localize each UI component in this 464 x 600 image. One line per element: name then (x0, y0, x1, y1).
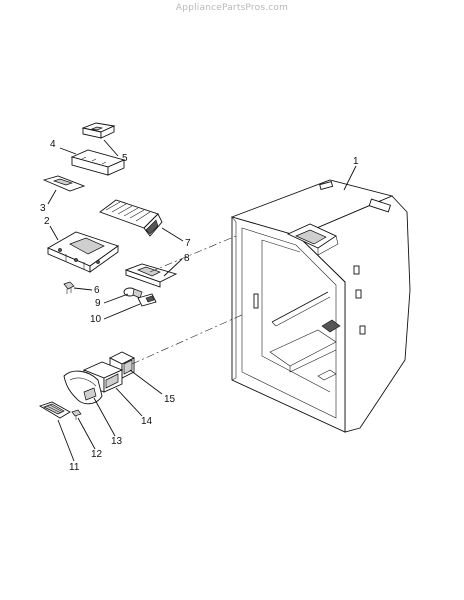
part-7-filter-cover (99, 199, 163, 237)
callout-12: 12 (91, 449, 103, 460)
callout-15: 15 (164, 394, 176, 405)
part-6-screw (63, 281, 75, 294)
callout-4: 4 (50, 139, 56, 150)
alignment-lines (131, 235, 245, 365)
callout-14: 14 (141, 416, 153, 427)
callout-6: 6 (94, 285, 100, 296)
callout-10: 10 (90, 314, 102, 325)
callout-9: 9 (95, 298, 101, 309)
callout-1: 1 (353, 156, 359, 167)
callout-5: 5 (122, 153, 128, 164)
part-4-housing (70, 149, 126, 176)
part-10-socket (137, 293, 157, 307)
callout-7: 7 (185, 238, 191, 249)
part-5-bracket (81, 122, 116, 139)
callout-2: 2 (44, 216, 50, 227)
watermark-text: AppliancePartsPros.com (175, 3, 289, 13)
part-13-housing-cover (63, 370, 103, 405)
callout-11: 11 (69, 462, 80, 473)
part-14-module (82, 361, 124, 393)
part-11-lens (38, 401, 71, 419)
refrigerator-liner (230, 179, 411, 433)
part-12-screw (71, 409, 82, 420)
leader-lines (47, 139, 357, 462)
callout-3: 3 (40, 203, 46, 214)
callout-labels: 1 2 3 4 5 6 7 8 9 10 11 12 13 14 15 (40, 139, 359, 473)
part-8-socket-bracket (124, 263, 178, 288)
callout-13: 13 (111, 436, 123, 447)
part-3-label-plate (42, 175, 86, 192)
callout-8: 8 (184, 253, 190, 264)
part-9-bulb (123, 287, 143, 299)
part-2-mounting-plate (46, 231, 119, 273)
